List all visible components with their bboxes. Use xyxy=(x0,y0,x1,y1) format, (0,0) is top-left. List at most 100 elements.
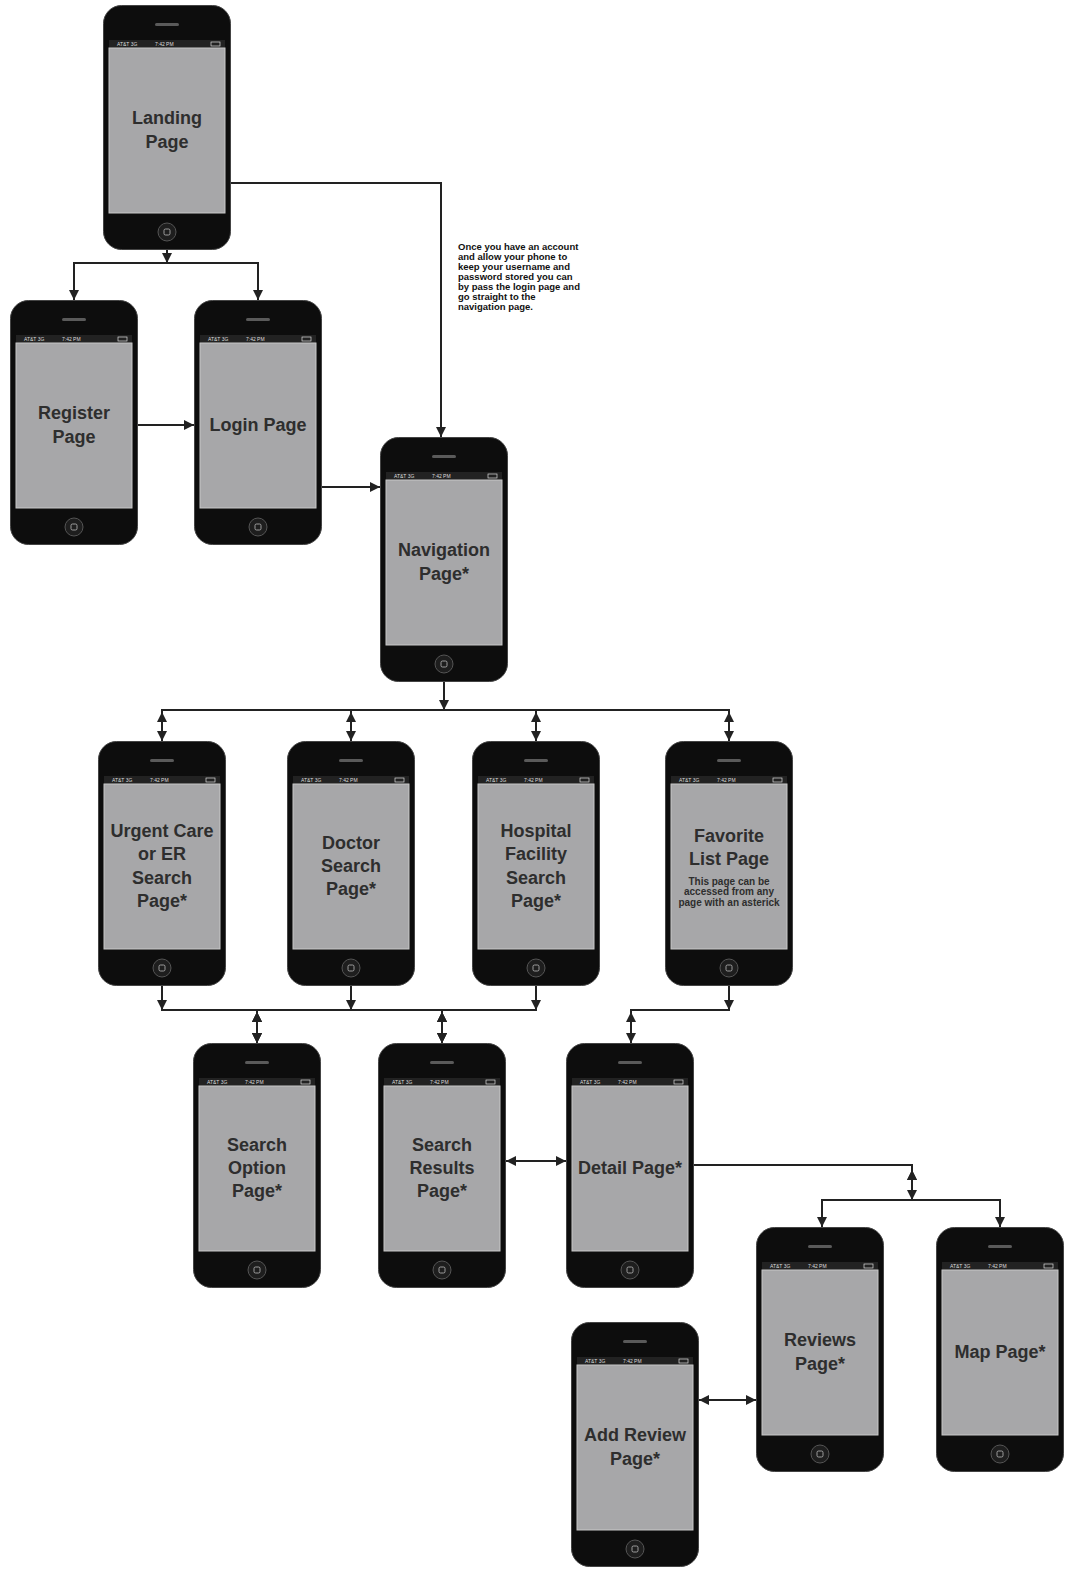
phone-screen xyxy=(200,343,316,508)
arrowhead xyxy=(252,1012,262,1022)
flow-arrow xyxy=(162,986,442,1043)
battery-icon xyxy=(773,778,782,782)
phone-body xyxy=(757,1228,884,1472)
status-bar xyxy=(200,335,316,343)
flow-arrow xyxy=(694,1165,912,1227)
home-button xyxy=(621,1261,639,1279)
phone-speaker xyxy=(808,1245,832,1248)
flow-arrow xyxy=(351,986,442,1043)
status-bar xyxy=(16,335,132,343)
home-button-icon xyxy=(632,1546,638,1552)
phone-screen xyxy=(942,1270,1058,1435)
battery-icon xyxy=(1044,1264,1053,1268)
flow-connector-group xyxy=(252,986,351,1043)
status-time: 7:42 PM xyxy=(808,1263,827,1269)
flow-connector-group xyxy=(444,682,541,741)
screen-text-area: Add Review Page* xyxy=(577,1365,693,1530)
status-carrier: AT&T 3G xyxy=(770,1263,790,1269)
phone-speaker xyxy=(339,759,363,762)
flow-arrow xyxy=(322,486,380,488)
phone-body xyxy=(195,301,322,545)
battery-icon xyxy=(864,1264,873,1268)
screen-text-area: Search Results Page* xyxy=(384,1086,500,1251)
flow-connector-group xyxy=(437,986,536,1043)
flow-arrow xyxy=(631,986,729,1043)
home-button-icon xyxy=(255,524,261,530)
status-bar xyxy=(572,1078,688,1086)
phone-screen xyxy=(762,1270,878,1435)
home-button xyxy=(626,1540,644,1558)
flow-connector-group xyxy=(74,250,167,300)
phone-body xyxy=(11,301,138,545)
home-button-icon xyxy=(997,1451,1003,1457)
home-button-icon xyxy=(627,1267,633,1273)
flow-connector-group xyxy=(694,1165,1000,1227)
screen-text-area: Navigation Page* xyxy=(386,480,502,645)
phone-screen xyxy=(293,784,409,949)
phone-speaker xyxy=(717,759,741,762)
status-carrier: AT&T 3G xyxy=(117,41,137,47)
phone-speaker xyxy=(988,1245,1012,1248)
flow-arrow xyxy=(257,986,536,1043)
status-bar xyxy=(478,776,594,784)
phone-body xyxy=(288,742,415,986)
phone-body xyxy=(194,1044,321,1288)
status-time: 7:42 PM xyxy=(245,1079,264,1085)
page-title: Favorite List Page xyxy=(676,825,782,871)
phone-body xyxy=(379,1044,506,1288)
annotation-note: Once you have an account and allow your … xyxy=(458,242,580,312)
home-button xyxy=(435,655,453,673)
flow-connector-group xyxy=(694,1165,917,1227)
status-carrier: AT&T 3G xyxy=(486,777,506,783)
home-button xyxy=(65,518,83,536)
status-time: 7:42 PM xyxy=(618,1079,637,1085)
flow-connector-group xyxy=(138,425,194,426)
battery-icon xyxy=(679,1359,688,1363)
battery-icon xyxy=(486,1080,495,1084)
flow-connector-group xyxy=(699,1400,756,1401)
flow-connector-group xyxy=(252,986,536,1043)
home-button xyxy=(153,959,171,977)
screen-text-area: Hospital Facility Search Page* xyxy=(478,784,594,949)
battery-icon xyxy=(211,42,220,46)
page-title: Register Page xyxy=(21,402,127,448)
home-button-icon xyxy=(348,965,354,971)
home-button xyxy=(991,1445,1009,1463)
page-title: Login Page xyxy=(209,414,306,437)
screen-text-area: Doctor Search Page* xyxy=(293,784,409,949)
phone-screen xyxy=(384,1086,500,1251)
flow-arrow xyxy=(257,986,351,1043)
phone-screen xyxy=(577,1365,693,1530)
flow-connector-group xyxy=(162,986,262,1043)
flow-arrow xyxy=(444,682,729,741)
phone-speaker xyxy=(618,1061,642,1064)
flow-arrow xyxy=(506,1160,566,1162)
arrowhead xyxy=(252,1012,262,1022)
phone-speaker xyxy=(524,759,548,762)
home-button-icon xyxy=(817,1451,823,1457)
status-bar xyxy=(109,40,225,48)
phone-body xyxy=(473,742,600,986)
screen-text-area: Login Page xyxy=(200,343,316,508)
flow-arrow xyxy=(444,682,536,741)
page-title: Detail Page* xyxy=(578,1157,682,1180)
page-title: Add Review Page* xyxy=(582,1424,688,1470)
status-carrier: AT&T 3G xyxy=(207,1079,227,1085)
home-button xyxy=(527,959,545,977)
home-button-icon xyxy=(164,229,170,235)
battery-icon xyxy=(301,1080,310,1084)
arrowhead xyxy=(346,712,356,722)
home-button xyxy=(249,518,267,536)
battery-icon xyxy=(302,337,311,341)
phone-speaker xyxy=(62,318,86,321)
status-time: 7:42 PM xyxy=(524,777,543,783)
home-button xyxy=(158,223,176,241)
screen-text-area: Landing Page xyxy=(109,48,225,213)
arrowhead xyxy=(157,712,167,722)
status-bar xyxy=(671,776,787,784)
status-time: 7:42 PM xyxy=(623,1358,642,1364)
phone-screen xyxy=(199,1086,315,1251)
status-bar xyxy=(384,1078,500,1086)
status-time: 7:42 PM xyxy=(150,777,169,783)
